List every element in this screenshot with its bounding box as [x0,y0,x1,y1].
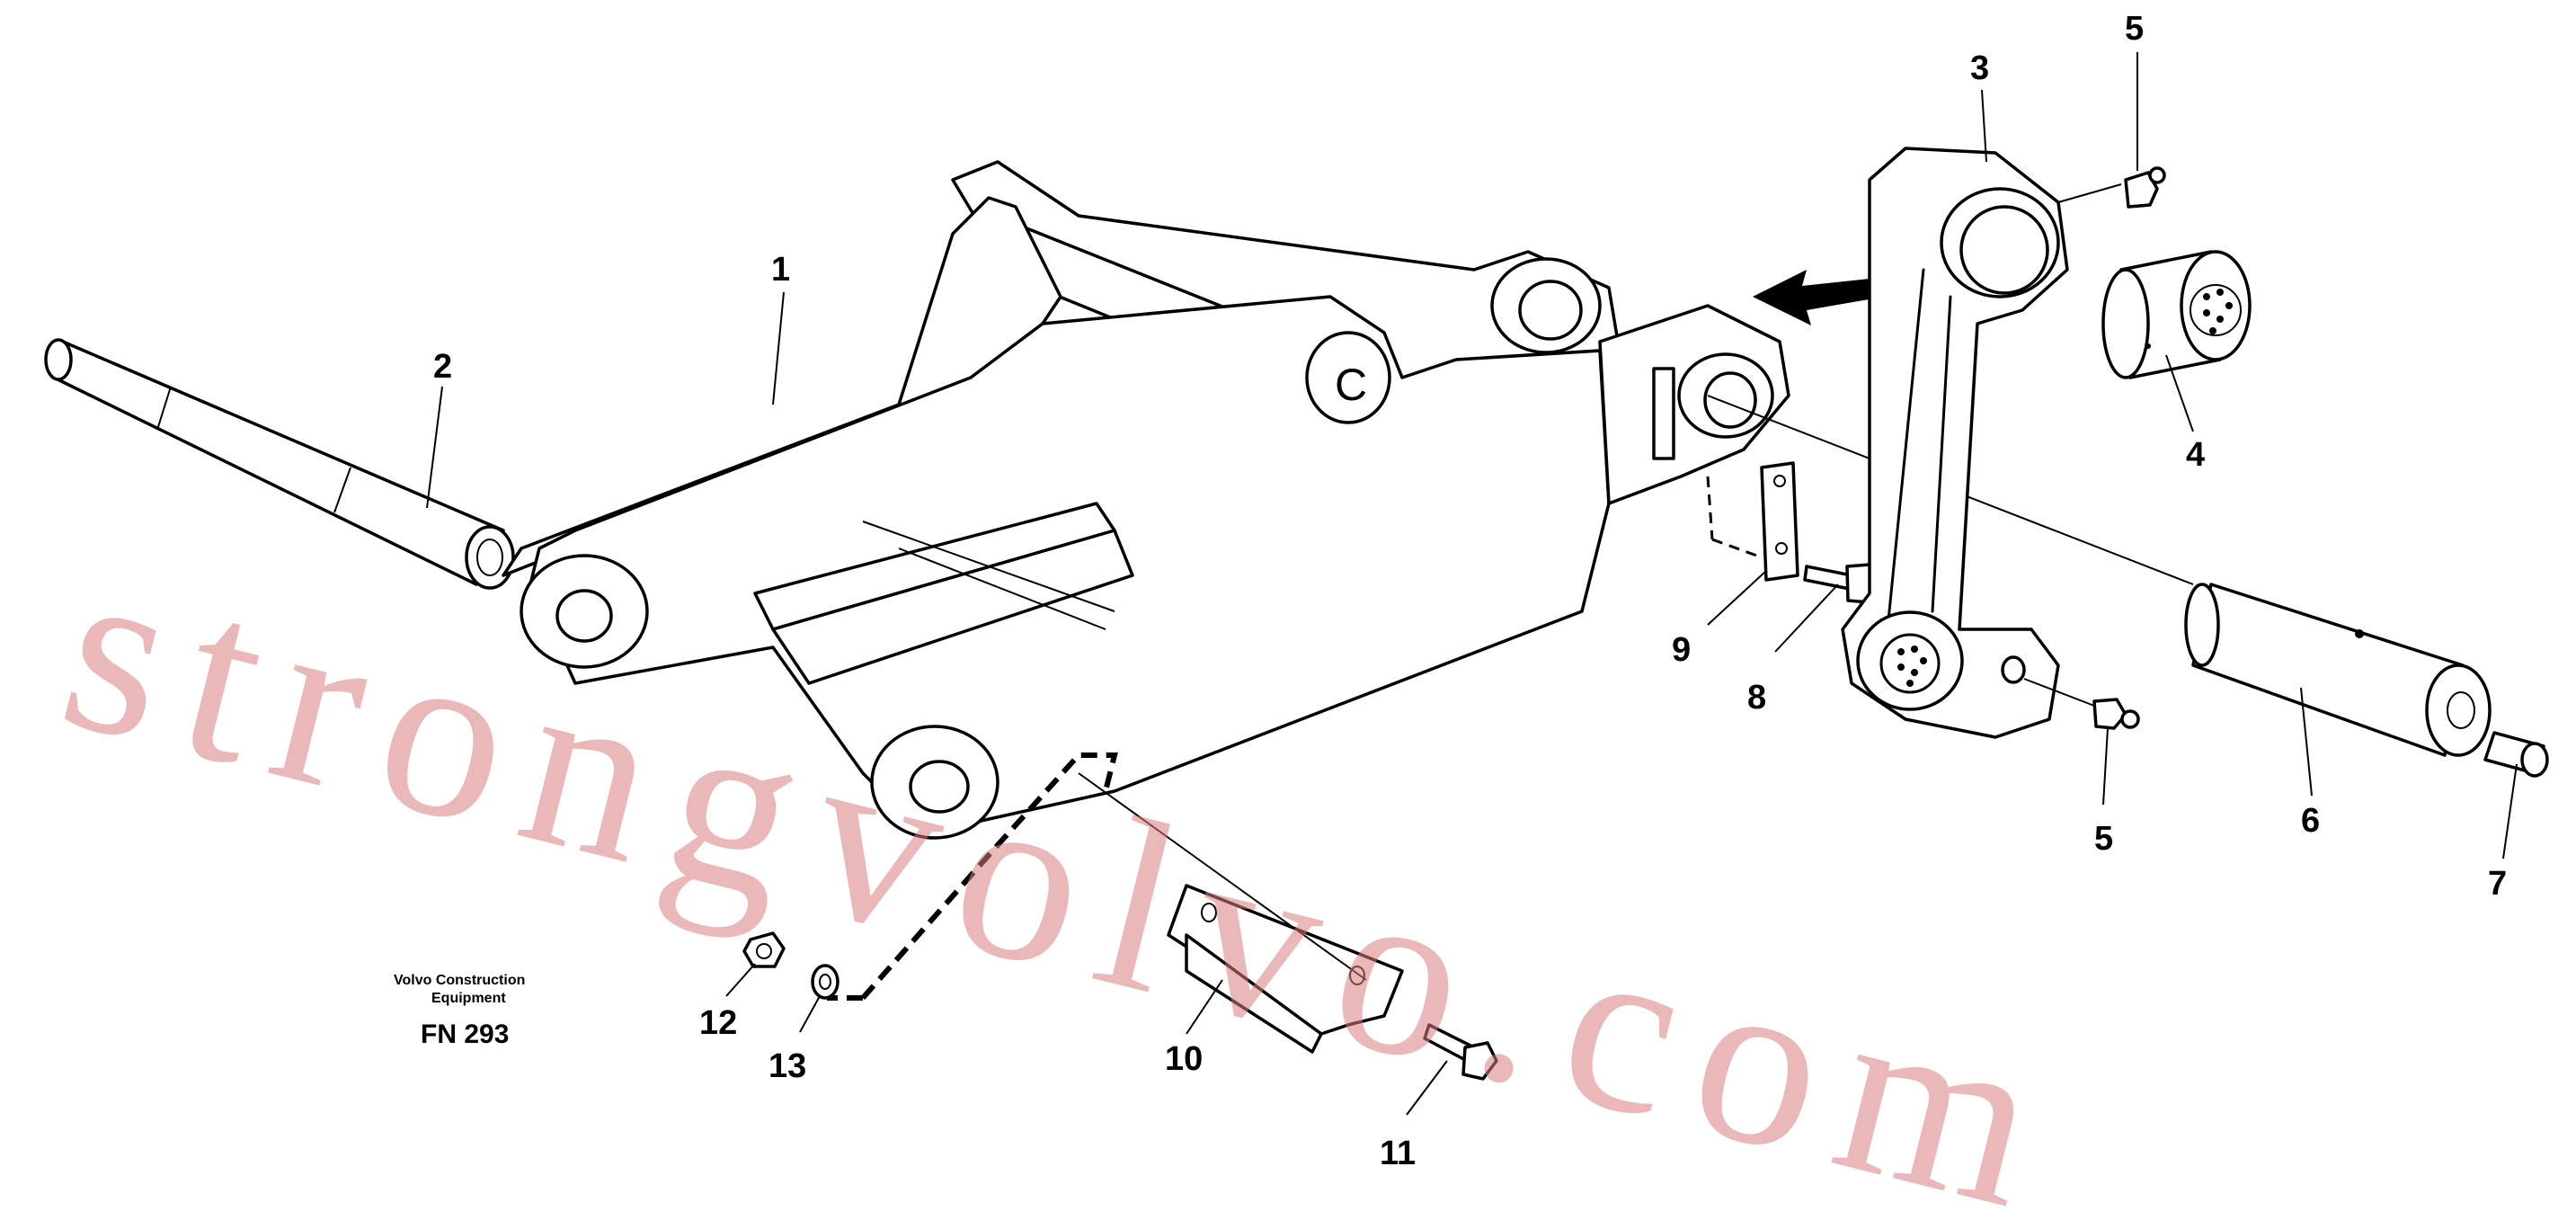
alignment-line-guard [1078,772,1367,981]
guard-plate-part-10 [1167,884,1404,1054]
lube-mark-c: C [1335,360,1367,410]
label-part-5-lower: 5 [2094,820,2113,858]
caption-line-1: Volvo Construction [394,973,525,988]
grease-nipple-lower-part-5 [2023,678,2140,730]
lever-arm-part-3 [1841,147,2069,739]
guard-dashed-outline [827,752,1118,1001]
caption-code: FN 293 [421,1020,509,1049]
bushing-pattern-upper [2203,289,2233,334]
label-part-6: 6 [2301,802,2320,840]
label-part-1: 1 [771,251,790,289]
pin-part-6 [2184,583,2492,757]
plug-part-7 [2483,731,2549,778]
bolt-part-11 [1423,1023,1498,1081]
label-part-2: 2 [433,348,452,386]
label-part-5-upper: 5 [2125,10,2144,48]
grease-nipple-upper-part-5 [2057,166,2166,209]
label-part-8: 8 [1747,679,1766,717]
leader-lines [426,52,2518,1116]
direction-arrow [1753,270,1874,325]
label-part-7: 7 [2488,865,2507,903]
label-part-3: 3 [1970,49,1989,87]
washer-part-13 [811,964,839,1000]
plate-part-9 [1760,461,1799,582]
nut-part-12 [742,931,786,968]
pin-part-2 [44,338,515,590]
label-part-10: 10 [1165,1040,1203,1078]
label-part-9: 9 [1672,631,1691,669]
label-part-12: 12 [699,1004,737,1042]
label-part-4: 4 [2186,436,2205,474]
bushing-part-4 [2101,250,2252,379]
label-part-13: 13 [768,1047,806,1085]
caption-line-2: Equipment [431,991,506,1006]
bushing-pattern-lower [1897,646,1927,687]
link-frame-part-1: C [502,160,1790,840]
label-part-11: 11 [1380,1135,1416,1172]
